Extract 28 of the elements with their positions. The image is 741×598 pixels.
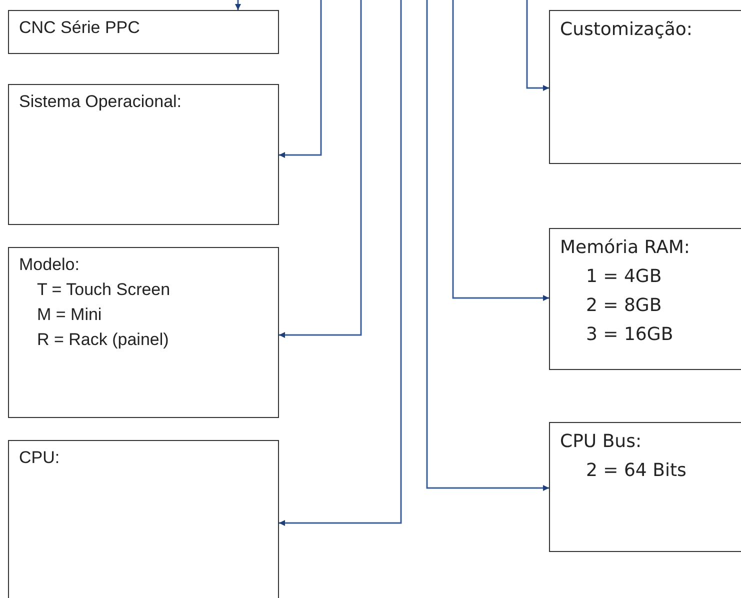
box-heading: CNC Série PPC (19, 17, 141, 39)
option-text: 3 = 16GB (585, 323, 674, 347)
option-text: 2 = 64 Bits (585, 459, 688, 483)
spec-box (8, 10, 279, 54)
box-heading: Sistema Operacional: (19, 91, 183, 113)
arrow (452, 0, 549, 301)
box-heading: CPU: (19, 447, 61, 469)
box-heading: Modelo: (19, 254, 80, 276)
option-text: 1 = 4GB (585, 265, 663, 289)
arrow (526, 0, 549, 91)
box-heading: Memória RAM: (560, 236, 691, 260)
option-text: 2 = 8GB (585, 294, 663, 318)
box-heading: Customização: (560, 18, 694, 42)
spec-box (549, 10, 741, 164)
spec-box (8, 84, 279, 225)
option-text: T = Touch Screen (36, 279, 172, 301)
arrow (279, 0, 362, 338)
arrow (279, 0, 322, 158)
option-text: R = Rack (painel) (36, 329, 170, 351)
option-text: M = Mini (36, 304, 103, 326)
spec-box (549, 228, 741, 370)
box-heading: CPU Bus: (560, 430, 643, 454)
arrow (279, 0, 402, 526)
spec-box (8, 247, 279, 418)
spec-box (8, 440, 279, 598)
arrow (235, 0, 241, 10)
spec-box (549, 422, 741, 552)
arrow (426, 0, 549, 491)
